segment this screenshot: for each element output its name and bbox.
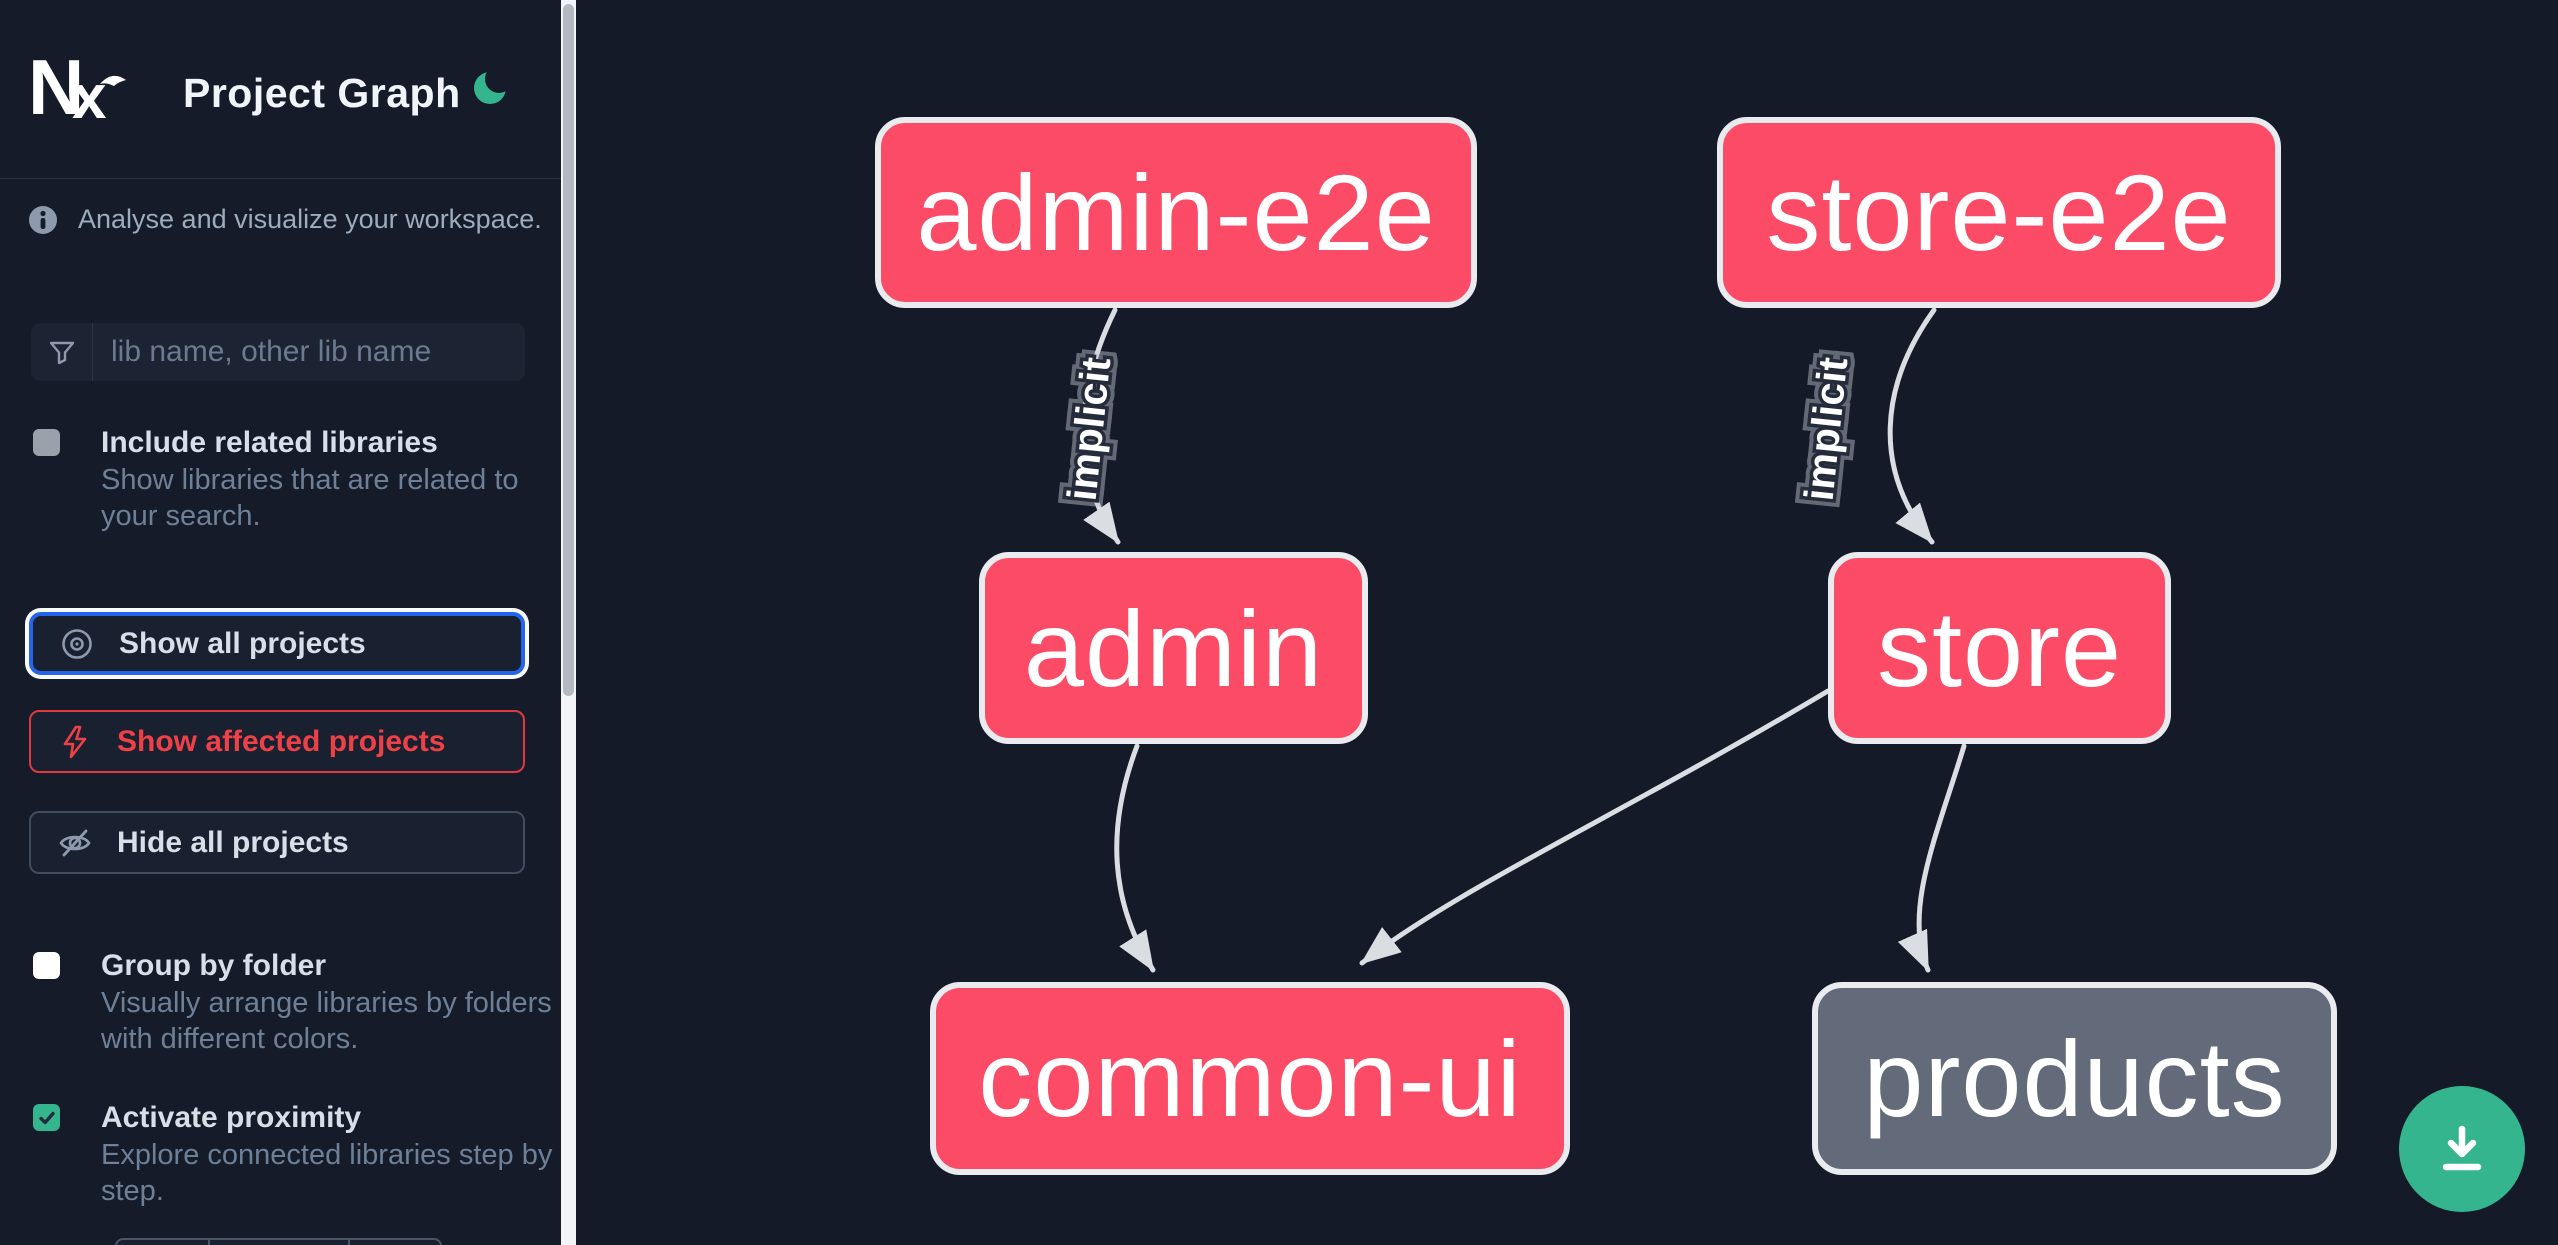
- info-icon: [29, 205, 57, 234]
- stepper-increment-button[interactable]: [350, 1238, 442, 1245]
- checkbox-description: Visually arrange libraries by folders wi…: [101, 987, 552, 1055]
- node-store[interactable]: store: [1828, 552, 2171, 744]
- show-affected-projects-button[interactable]: Show affected projects: [29, 710, 525, 773]
- checkbox-row-group-by-folder: Group by folder Visually arrange librari…: [33, 948, 559, 1057]
- checkbox-row-include-related: Include related libraries Show libraries…: [33, 425, 559, 534]
- search-input[interactable]: [93, 323, 525, 381]
- checkbox-row-activate-proximity: Activate proximity Explore connected lib…: [33, 1100, 559, 1209]
- node-common-ui[interactable]: common-ui: [930, 982, 1570, 1175]
- checkbox-label: Group by folder: [101, 949, 326, 982]
- checkbox-label: Activate proximity: [101, 1101, 362, 1134]
- download-button[interactable]: [2399, 1086, 2525, 1212]
- moon-icon: [474, 65, 513, 104]
- stepper-value: [210, 1238, 350, 1245]
- svg-text:x: x: [72, 63, 107, 124]
- node-label: admin: [1023, 587, 1324, 709]
- nx-logo: N x: [28, 50, 126, 124]
- proximity-stepper: [115, 1238, 442, 1245]
- checkbox-description: Explore connected libraries step by step…: [101, 1139, 553, 1207]
- include-related-checkbox[interactable]: [33, 429, 60, 456]
- node-label: products: [1863, 1018, 2286, 1139]
- sidebar: N x Project Graph Analyse and visualize …: [0, 0, 561, 1245]
- dark-mode-toggle[interactable]: [470, 64, 514, 108]
- sidebar-scrollbar-track[interactable]: [561, 0, 576, 1245]
- workspace-subtitle: Analyse and visualize your workspace.: [78, 204, 542, 234]
- eye-icon: [62, 628, 92, 659]
- node-label: store-e2e: [1766, 152, 2232, 273]
- node-admin-e2e[interactable]: admin-e2e: [875, 117, 1477, 308]
- sidebar-scrollbar-thumb[interactable]: [563, 4, 574, 696]
- checkmark-icon: [38, 1111, 55, 1124]
- page-title: Project Graph: [183, 70, 461, 116]
- download-icon: [2442, 1125, 2482, 1171]
- bolt-icon: [63, 725, 87, 758]
- node-products[interactable]: products: [1812, 982, 2337, 1175]
- checkbox-label: Include related libraries: [101, 426, 438, 459]
- search-filter: [31, 323, 525, 381]
- stepper-decrement-button[interactable]: [115, 1238, 210, 1245]
- node-label: common-ui: [978, 1018, 1522, 1139]
- checkbox-description: Show libraries that are related to your …: [101, 464, 519, 532]
- filter-funnel-icon: [31, 323, 93, 381]
- hide-all-projects-button[interactable]: Hide all projects: [29, 811, 525, 874]
- eye-off-icon: [59, 829, 91, 856]
- node-label: store: [1876, 587, 2123, 709]
- node-label: admin-e2e: [916, 152, 1436, 273]
- node-store-e2e[interactable]: store-e2e: [1717, 117, 2281, 308]
- header-divider: [0, 178, 561, 179]
- group-by-folder-checkbox[interactable]: [33, 952, 60, 979]
- svg-text:N: N: [28, 50, 84, 124]
- show-all-projects-button[interactable]: Show all projects: [29, 612, 525, 675]
- node-admin[interactable]: admin: [979, 552, 1368, 744]
- activate-proximity-checkbox[interactable]: [33, 1104, 60, 1131]
